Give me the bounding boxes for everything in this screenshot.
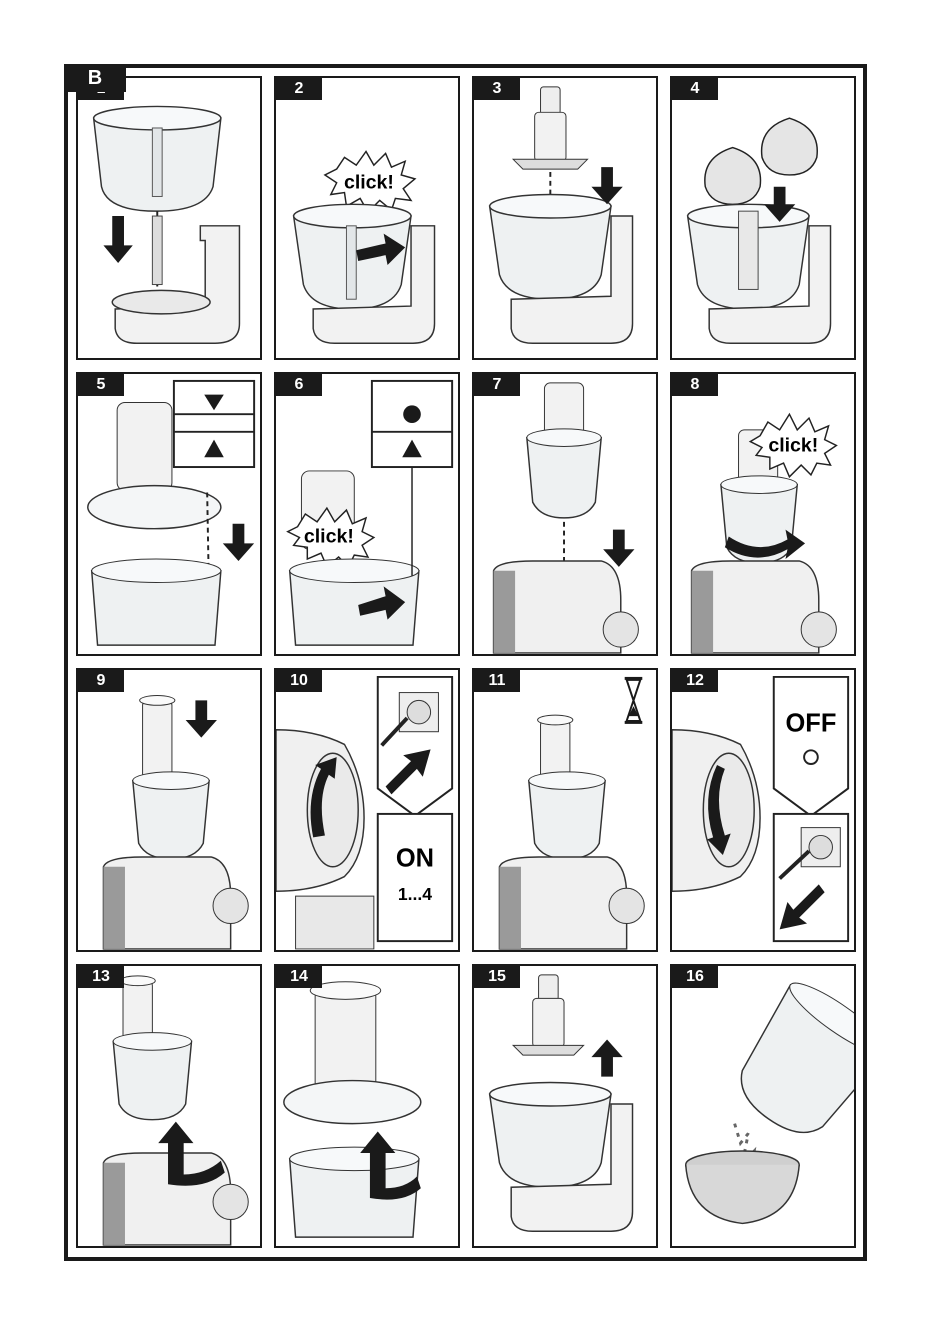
step-number: 15: [474, 966, 520, 988]
step-number: 12: [672, 670, 718, 692]
step-number: 2: [276, 78, 322, 100]
step-panel-16: 16: [670, 964, 856, 1248]
step-number: 14: [276, 966, 322, 988]
step-panel-7: 7: [472, 372, 658, 656]
step-number: 16: [672, 966, 718, 988]
off-label: OFF: [786, 710, 837, 738]
bowl-lock-illustration: click!: [276, 78, 458, 358]
switch-on-illustration: ON 1...4: [276, 670, 458, 950]
step-panel-12: 12 OFF: [670, 668, 856, 952]
down-arrow-icon: [103, 216, 132, 263]
step-number: 7: [474, 374, 520, 396]
step-panel-14: 14: [274, 964, 460, 1248]
down-arrow-icon: [603, 530, 634, 567]
section-label: B: [64, 64, 126, 92]
add-onions-illustration: [672, 78, 854, 358]
lock-lid-illustration: click!: [276, 374, 458, 654]
step-panel-8: 8 click!: [670, 372, 856, 656]
processing-illustration: [474, 670, 656, 950]
step-number: 3: [474, 78, 520, 100]
step-panel-6: 6 click!: [274, 372, 460, 656]
mount-on-machine-illustration: [474, 374, 656, 654]
step-number: 10: [276, 670, 322, 692]
up-arrow-icon: [591, 1039, 622, 1076]
step-number: 5: [78, 374, 124, 396]
click-label: click!: [344, 172, 394, 194]
rotate-lock-illustration: click!: [672, 374, 854, 654]
step-panel-10: 10 ON 1...4: [274, 668, 460, 952]
step-number: 6: [276, 374, 322, 396]
empty-bowl-illustration: [672, 966, 854, 1246]
on-inset: [378, 814, 452, 941]
align-lid-illustration: [78, 374, 260, 654]
step-number: 8: [672, 374, 718, 396]
step-panel-1: 1: [76, 76, 262, 360]
step-panel-13: 13: [76, 964, 262, 1248]
remove-lid-illustration: [276, 966, 458, 1246]
step-number: 11: [474, 670, 520, 692]
insert-blade-illustration: [474, 78, 656, 358]
speed-range-label: 1...4: [398, 884, 432, 904]
click-label: click!: [768, 434, 818, 456]
step-panel-2: 2 click!: [274, 76, 460, 360]
onion-icon: [762, 118, 818, 175]
onion-icon: [705, 148, 761, 205]
step-panel-11: 11: [472, 668, 658, 952]
remove-blade-illustration: [474, 966, 656, 1246]
remove-attachment-illustration: [78, 966, 260, 1246]
step-number: 4: [672, 78, 718, 100]
off-indicator-icon: [804, 750, 818, 764]
insert-pusher-illustration: [78, 670, 260, 950]
step-panel-3: 3: [472, 76, 658, 360]
switch-off-illustration: OFF: [672, 670, 854, 950]
bowl-on-base-illustration: [78, 78, 260, 358]
down-arrow-icon: [186, 700, 217, 737]
hourglass-icon: [625, 677, 643, 724]
click-label: click!: [304, 525, 354, 547]
on-label: ON: [396, 845, 434, 873]
step-panel-5: 5: [76, 372, 262, 656]
step-panel-9: 9: [76, 668, 262, 952]
step-number: 9: [78, 670, 124, 692]
off-inset: [774, 677, 848, 816]
down-arrow-icon: [223, 524, 254, 561]
step-panel-15: 15: [472, 964, 658, 1248]
step-number: 13: [78, 966, 124, 988]
step-panel-4: 4: [670, 76, 856, 360]
